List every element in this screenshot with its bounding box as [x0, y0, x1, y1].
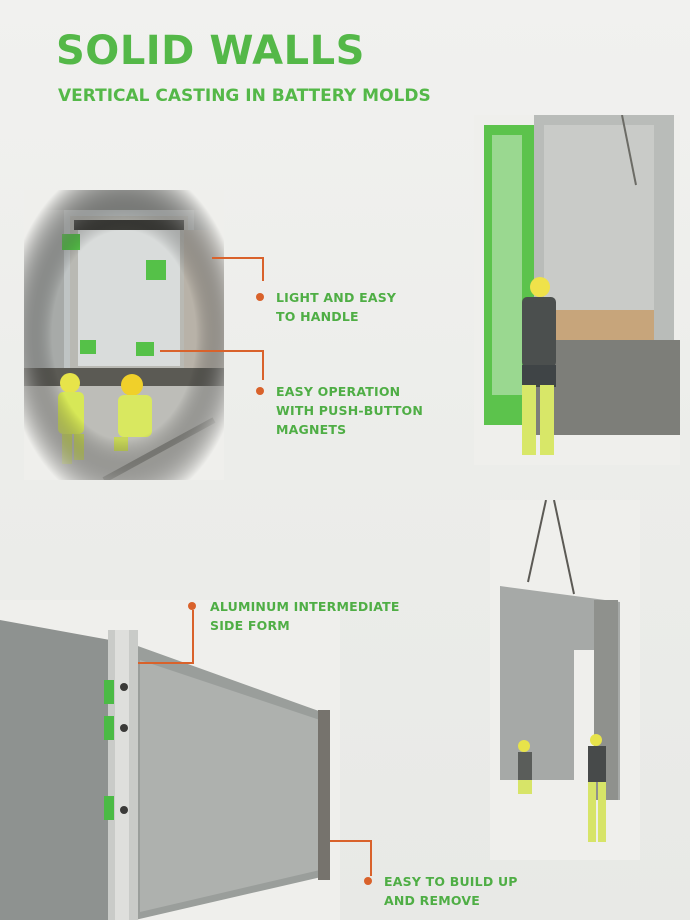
leader-line-4 [330, 840, 372, 876]
callout-dot-4 [364, 877, 372, 885]
callout-easy-operation: EASY OPERATION WITH PUSH-BUTTON MAGNETS [276, 382, 423, 439]
callout-line: AND REMOVE [384, 893, 480, 908]
callout-light-easy: LIGHT AND EASY TO HANDLE [276, 288, 396, 326]
callout-easy-build-up: EASY TO BUILD UP AND REMOVE [384, 872, 518, 910]
photo-workers-battery-mold [24, 190, 224, 480]
callout-line: TO HANDLE [276, 309, 359, 324]
callout-line: EASY TO BUILD UP [384, 874, 518, 889]
photo-aluminum-side-form [0, 600, 340, 920]
callout-line: LIGHT AND EASY [276, 290, 397, 305]
callout-dot-3 [188, 602, 196, 610]
callout-line: WITH PUSH-BUTTON [276, 403, 424, 418]
callout-line: SIDE FORM [210, 618, 290, 633]
photo-lifted-wall-panel [490, 500, 640, 860]
leader-line-3 [138, 610, 194, 664]
callout-dot-1 [256, 293, 264, 301]
leader-line-1 [212, 257, 264, 281]
callout-line: ALUMINUM INTERMEDIATE [210, 599, 400, 614]
callout-aluminum-side-form: ALUMINUM INTERMEDIATE SIDE FORM [210, 597, 400, 635]
leader-line-2 [160, 350, 264, 380]
page-subtitle: VERTICAL CASTING IN BATTERY MOLDS [58, 86, 431, 106]
callout-dot-2 [256, 387, 264, 395]
callout-line: EASY OPERATION [276, 384, 401, 399]
page-title: SOLID WALLS [56, 28, 365, 74]
photo-worker-operating-mold [474, 115, 680, 465]
callout-line: MAGNETS [276, 422, 347, 437]
